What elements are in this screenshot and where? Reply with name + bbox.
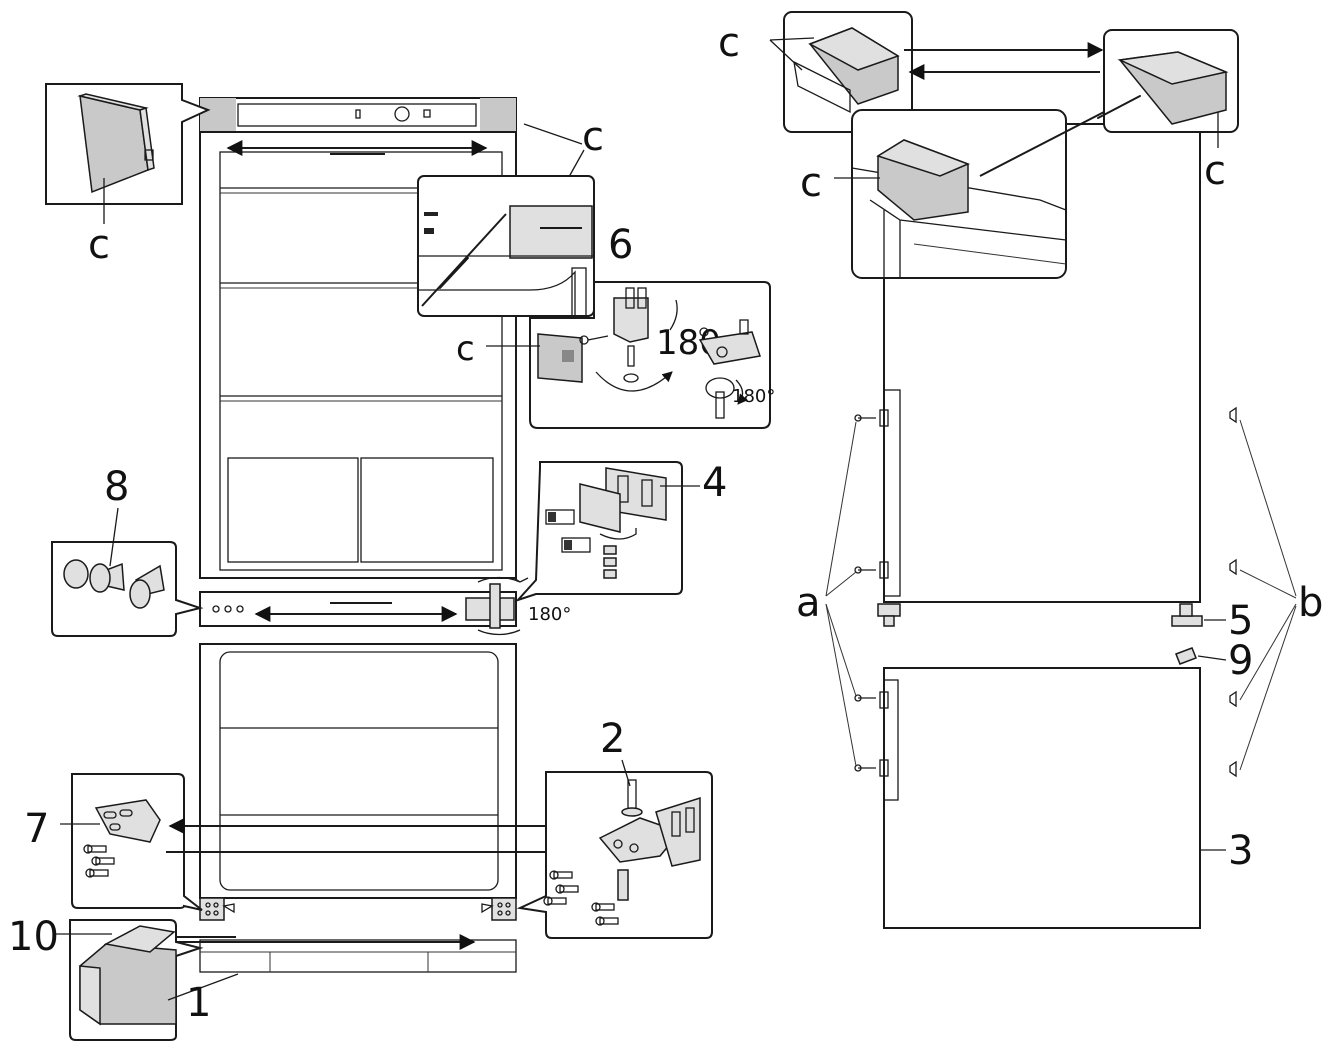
- left-bottom-hinge-bracket: [94, 799, 161, 843]
- callout-step-2: 2: [516, 716, 713, 939]
- label-c-top-right-2: c: [1204, 148, 1226, 194]
- plugs-b: b: [1229, 406, 1323, 778]
- rotation-180-label: 180°: [528, 604, 571, 625]
- label-10: 10: [8, 914, 59, 960]
- plug-cap: [63, 559, 89, 589]
- screws-left: [83, 844, 115, 878]
- callout-step-7: 7: [24, 773, 203, 911]
- label-3: 3: [1228, 828, 1253, 874]
- door-foot-right: [1171, 615, 1203, 627]
- label-2: 2: [600, 716, 625, 762]
- label-a: a: [796, 580, 821, 626]
- callout-step-8: 8: [51, 464, 204, 637]
- bottom-left-hinge-small: [199, 897, 225, 921]
- top-cover-right-cap: [480, 98, 516, 132]
- callout-pry-cap: c: [800, 95, 1141, 279]
- label-6: 6: [608, 222, 633, 268]
- label-8: 8: [104, 464, 129, 510]
- plug-9: 9: [1175, 638, 1253, 684]
- freezer-lower-cabinet: [199, 643, 517, 899]
- label-9: 9: [1228, 638, 1253, 684]
- bottom-right-hinge-small: [491, 897, 517, 921]
- label-c-hinge: c: [456, 329, 475, 369]
- fridge-upper-cabinet: [199, 131, 517, 579]
- screws-right: [543, 870, 619, 926]
- callout-step-10-1: 10 1: [8, 914, 239, 1041]
- callout-step-6: 6: [417, 175, 633, 317]
- rotation-180-pin: 180°: [732, 386, 775, 407]
- callout-top-hinge-rotate: c 180 180°: [456, 281, 775, 429]
- door-lower: [879, 667, 1201, 929]
- label-1: 1: [186, 980, 211, 1026]
- callout-cap-swap-right: c: [1103, 29, 1239, 194]
- label-5: 5: [1228, 598, 1253, 644]
- hinge-cap-c: [537, 333, 583, 383]
- door-foot-left: [877, 603, 901, 617]
- label-c-top-center: c: [582, 114, 604, 160]
- top-cover-strip: [199, 97, 517, 133]
- label-c-top-right-1: c: [718, 20, 740, 66]
- label-b: b: [1298, 580, 1323, 626]
- control-knob: [394, 106, 410, 122]
- plinth-cover: [199, 939, 517, 973]
- crisper-right: [360, 457, 494, 563]
- callout-cap-swap-left: c: [718, 11, 913, 133]
- label-c-pry: c: [800, 160, 822, 206]
- screws-a: a: [796, 414, 876, 772]
- label-4: 4: [702, 460, 727, 506]
- callout-top-cover-cap: c: [45, 83, 211, 268]
- crisper-left: [227, 457, 359, 563]
- callout-step-4: 4: [514, 460, 727, 603]
- label-7: 7: [24, 806, 49, 852]
- label-c-top-left: c: [88, 222, 110, 268]
- top-cover-left-cap: [200, 98, 236, 132]
